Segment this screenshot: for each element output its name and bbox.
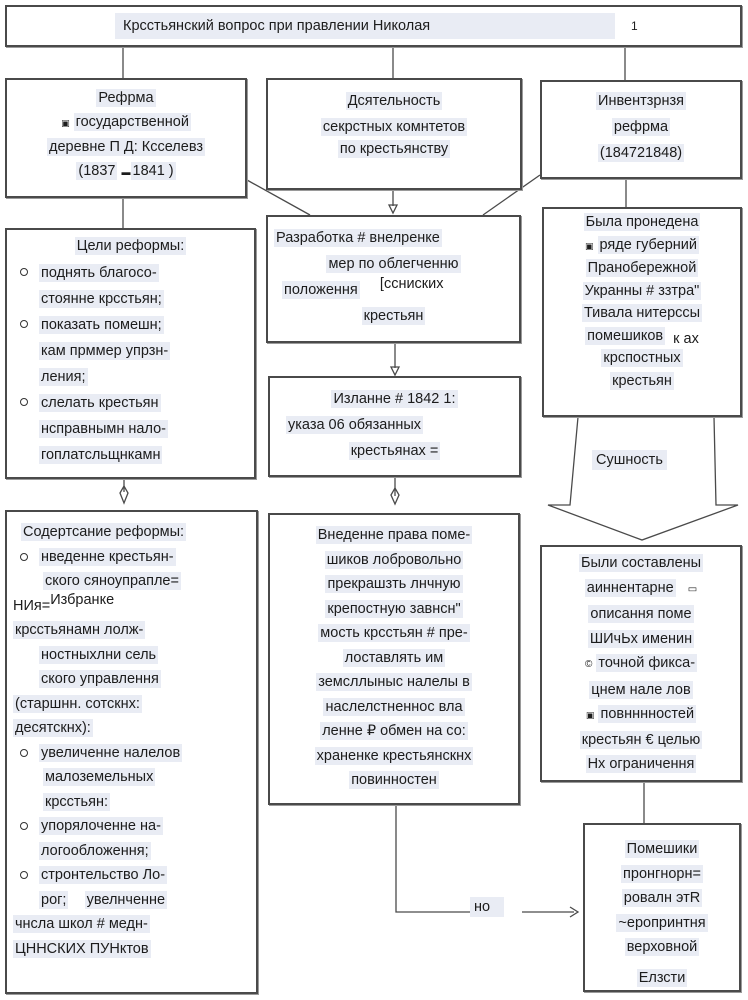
kiselev-reform-box: Рефрма ▣ государственной деревне П Д: Кс… bbox=[5, 78, 247, 198]
essence-label: Сушность bbox=[592, 450, 667, 470]
decree-1842-box: Изланне # 1842 1: указа 06 обязанных кре… bbox=[268, 376, 521, 477]
content-heading: Содертсание реформы: bbox=[21, 523, 187, 541]
title-box: Крсстьянский вопрос при правлении Никола… bbox=[5, 5, 742, 47]
landlord-right-box: Внеденне права поме- шиков лобровольно п… bbox=[268, 513, 520, 805]
list-item: увеличенне налелов малоземельных крсстья… bbox=[13, 741, 250, 815]
goals-heading: Цели реформы: bbox=[74, 237, 187, 255]
small-square-icon: ▣ bbox=[585, 710, 595, 720]
list-item: поднять благосо- стоянне крсстьян; bbox=[13, 260, 248, 312]
title-mark: 1 bbox=[631, 19, 638, 33]
reform-content-box: Содертсание реформы: нведенне крестьян- … bbox=[5, 510, 258, 994]
dash-icon: ▭ bbox=[687, 583, 698, 595]
landlords-ignored-box: Помешики пронгнорн= ровалн этR ~еропринт… bbox=[583, 823, 741, 992]
reform-conducted-box: Была пронедена ▣ ряде губерний Пранобере… bbox=[542, 207, 742, 417]
page-title: Крсстьянский вопрос при правлении Никола… bbox=[115, 13, 615, 39]
small-square-icon: ▣ bbox=[584, 240, 594, 251]
small-square-icon: ▣ bbox=[61, 118, 70, 128]
small-symbol-icon: © bbox=[584, 659, 593, 670]
reform-goals-box: Цели реформы: поднять благосо- стоянне к… bbox=[5, 228, 256, 479]
connector-label-but: но bbox=[470, 897, 505, 917]
secret-committees-box: Дсятельность секрстных комнтетов по крес… bbox=[266, 78, 522, 190]
inventories-compiled-box: Были составлены аиннентарне ▭ описання п… bbox=[540, 545, 742, 782]
measures-development-box: Разработка # внелренке мер по облегченню… bbox=[266, 215, 521, 343]
content-list: нведенне крестьян- ского сяноупрапле= НИ… bbox=[13, 545, 250, 962]
inventory-reform-box: Инвентзрнзя рефрма (184721848) bbox=[540, 80, 742, 179]
goals-list: поднять благосо- стоянне крсстьян; показ… bbox=[13, 260, 248, 468]
list-item: стронтельство Ло- рог; увелнченне чнсла … bbox=[13, 863, 250, 961]
list-item: слелать крестьян нсправнымн нало- гоплат… bbox=[13, 390, 248, 468]
list-item: нведенне крестьян- ского сяноупрапле= НИ… bbox=[13, 545, 250, 741]
list-item: показать помешн; кам прммер упрзн- ления… bbox=[13, 312, 248, 390]
list-item: упорялоченне на- логообложення; bbox=[13, 814, 250, 863]
